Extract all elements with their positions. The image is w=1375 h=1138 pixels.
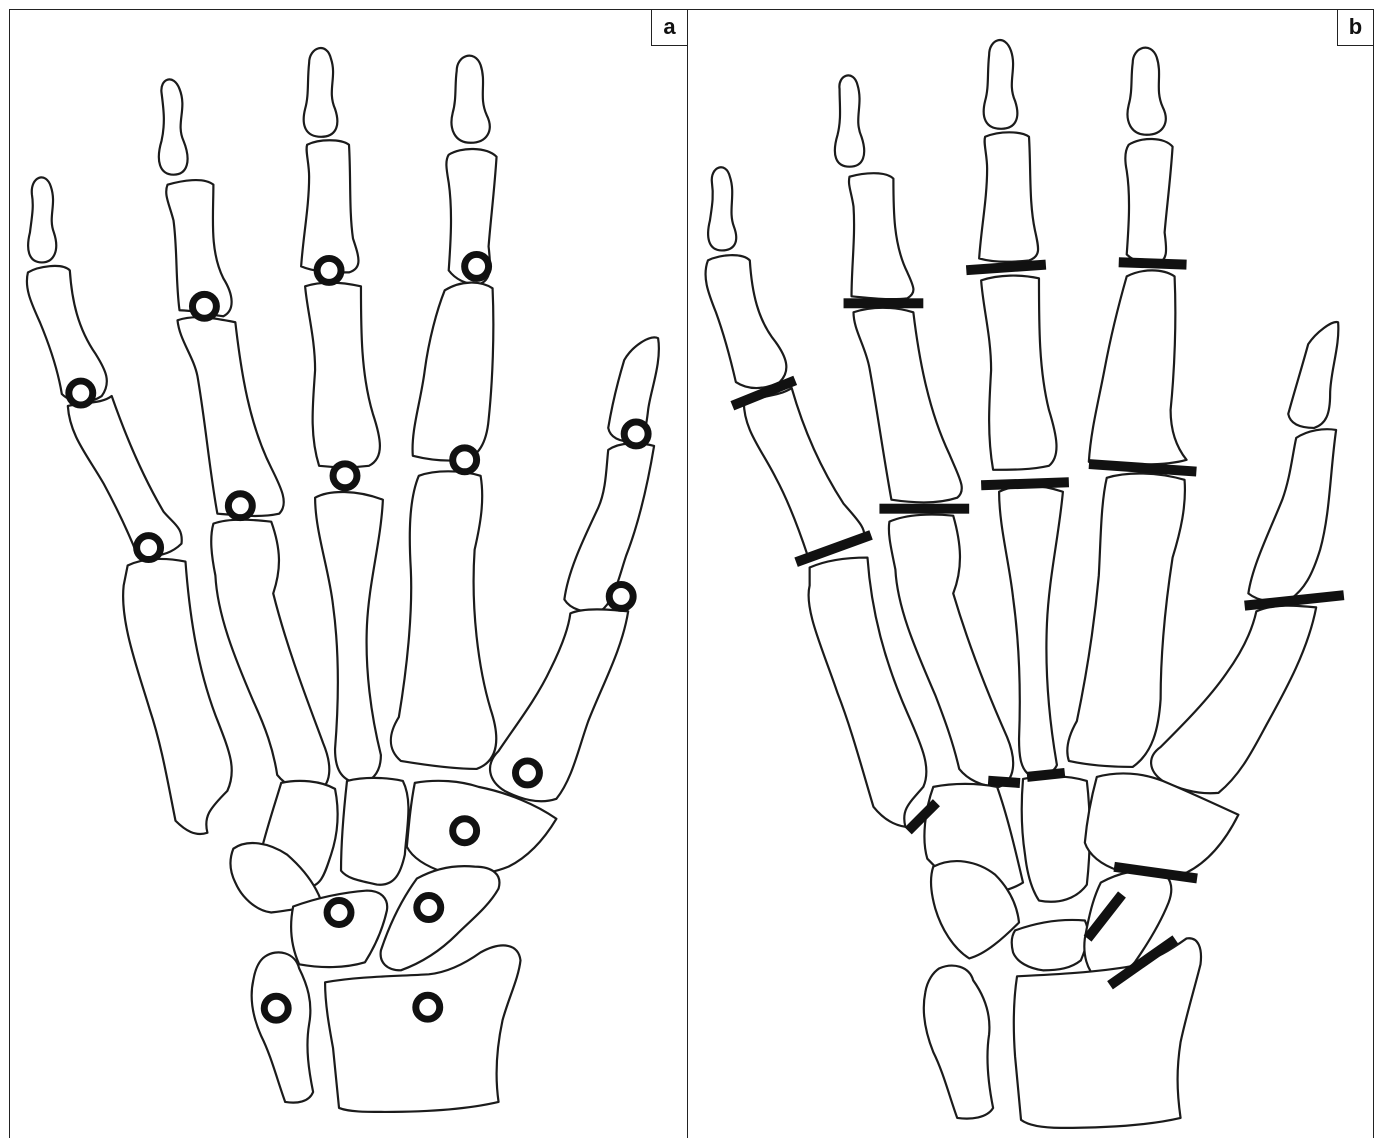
ring-proximal-phalanx-a (178, 317, 284, 516)
joint-marker-index-pip-a (453, 448, 477, 472)
ring-middle-phalanx-b (849, 173, 913, 299)
thumb-metacarpal-a (490, 609, 628, 801)
joint-marker-middle-dip-a (317, 258, 341, 282)
thumb-proximal-phalanx-a (564, 443, 654, 612)
index-distal-phalanx-b (1128, 48, 1166, 135)
index-middle-phalanx-b (1125, 139, 1172, 264)
little-middle-phalanx-a (27, 266, 107, 402)
joint-marker-middle-pip-a (333, 464, 357, 488)
index-metacarpal-b (1067, 474, 1185, 767)
joint-marker-thumb-ip-a (624, 422, 648, 446)
joint-marker-ulna-a (264, 996, 288, 1020)
joint-marker-scaphoid-a (417, 896, 441, 920)
middle-proximal-phalanx-b (981, 276, 1056, 470)
middle-metacarpal-a (315, 492, 383, 783)
lunate-b (1012, 920, 1088, 970)
joint-bar-ring-dip-b (844, 298, 924, 308)
index-proximal-phalanx-b (1089, 270, 1187, 464)
ulna-a (252, 952, 313, 1102)
capitate-a (341, 778, 408, 885)
ring-proximal-phalanx-b (854, 308, 962, 503)
joint-marker-trapezoid-a (453, 819, 477, 843)
joint-marker-little-dip-a (69, 381, 93, 405)
joint-bar-ring-pip-b (879, 504, 969, 514)
joint-marker-thumb-cmc-a (516, 761, 540, 785)
little-proximal-phalanx-a (68, 396, 182, 556)
panel-a: a (9, 9, 688, 1138)
little-middle-phalanx-b (706, 255, 787, 388)
index-distal-phalanx-a (451, 56, 489, 143)
ring-distal-phalanx-b (835, 75, 864, 166)
index-metacarpal-a (391, 471, 496, 769)
joint-marker-radius-a (416, 995, 440, 1019)
joint-marker-little-pip-a (137, 536, 161, 560)
little-distal-phalanx-b (708, 167, 736, 250)
joint-bar-index-dip-b (1119, 257, 1187, 269)
joint-marker-ring-pip-a (228, 494, 252, 518)
middle-proximal-phalanx-a (305, 283, 380, 468)
ring-distal-phalanx-a (159, 79, 188, 174)
middle-metacarpal-b (999, 486, 1063, 775)
ulna-b (924, 966, 993, 1119)
thumb-proximal-phalanx-b (1248, 429, 1336, 601)
middle-middle-phalanx-a (301, 140, 358, 272)
middle-middle-phalanx-b (979, 132, 1038, 261)
joint-marker-lunate-a (327, 901, 351, 925)
joint-marker-thumb-mcp-a (609, 584, 633, 608)
thumb-distal-phalanx-b (1288, 322, 1338, 428)
little-distal-phalanx-a (28, 177, 56, 262)
radius-a (325, 945, 520, 1111)
joint-marker-ring-dip-a (192, 294, 216, 318)
little-proximal-phalanx-b (744, 388, 865, 556)
middle-distal-phalanx-b (984, 40, 1018, 129)
capitate-b (1022, 776, 1090, 902)
middle-distal-phalanx-a (304, 48, 338, 137)
thumb-metacarpal-b (1151, 606, 1316, 794)
hand-diagram-a (10, 10, 687, 1138)
joint-marker-index-dip-a (465, 254, 489, 278)
hand-diagram-b (688, 10, 1373, 1138)
index-proximal-phalanx-a (413, 283, 494, 461)
joint-bar-middle-pip-b (981, 477, 1069, 490)
little-metacarpal-a (123, 559, 232, 834)
panel-b: b (687, 9, 1374, 1138)
